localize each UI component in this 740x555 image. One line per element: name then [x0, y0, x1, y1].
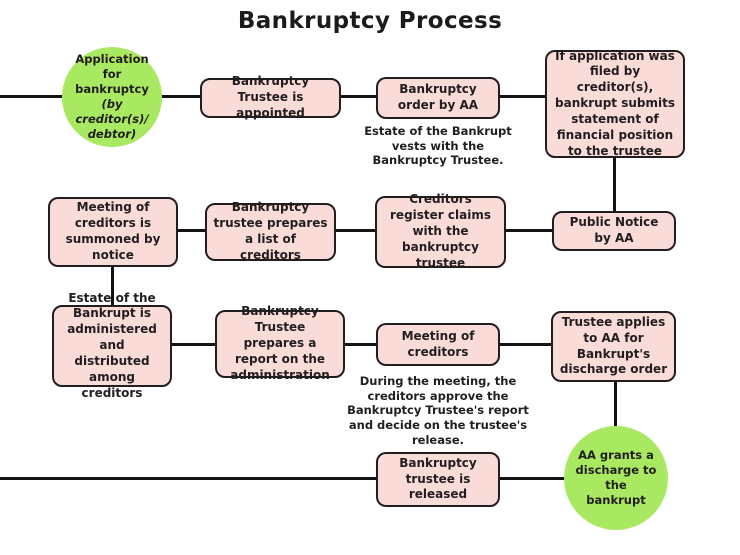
connector-meeting-summoned-to-estate [111, 266, 114, 307]
node-creditors-register: Creditors register claims with the bankr… [375, 192, 506, 270]
connector-edge-to-released [0, 477, 378, 480]
connector-report-to-meeting [344, 343, 378, 346]
connector-meeting-to-discharge-applies [499, 343, 553, 346]
node-meeting-summoned: Meeting of creditors is summoned by noti… [48, 197, 178, 267]
node-meeting-of-creditors: Meeting of creditors [376, 323, 500, 366]
connector-start-to-trustee-appointed [158, 95, 202, 98]
node-bankruptcy-order: Bankruptcy order by AA [376, 77, 500, 119]
node-public-notice: Public Notice by AA [552, 211, 676, 251]
start-node-sublabel: (by creditor(s)/ debtor) [75, 97, 149, 141]
note-meeting-approval: During the meeting, the creditors approv… [347, 374, 529, 447]
connector-released-to-end [499, 477, 567, 480]
connector-edge-to-start [0, 95, 64, 98]
connector-order-to-statement [499, 95, 547, 98]
node-report-on-administration: Bankruptcy Trustee prepares a report on … [215, 304, 345, 382]
page-title: Bankruptcy Process [237, 8, 503, 34]
end-node-discharge-granted: AA grants a discharge to the bankrupt [564, 426, 668, 530]
node-trustee-released: Bankruptcy trustee is released [376, 452, 500, 507]
connector-statement-to-public-notice [613, 157, 616, 213]
connector-trustee-appointed-to-order [340, 95, 378, 98]
connector-public-notice-to-register [505, 229, 554, 232]
connector-discharge-applies-to-end [614, 381, 617, 428]
node-statement-of-position: If application was filed by creditor(s),… [545, 49, 685, 158]
node-estate-administered: Estate of the Bankrupt is administered a… [52, 291, 172, 400]
node-discharge-applies: Trustee applies to AA for Bankrupt's dis… [551, 311, 676, 382]
node-trustee-appointed: Bankruptcy Trustee is appointed [200, 74, 341, 120]
connector-list-to-meeting-summoned [177, 229, 207, 232]
connector-register-to-list [335, 229, 377, 232]
note-estate-vests: Estate of the Bankrupt vests with the Ba… [364, 124, 512, 168]
start-node-application: Application for bankruptcy (by creditor(… [62, 47, 162, 147]
connector-estate-to-report [171, 343, 217, 346]
start-node-label: Application for bankruptcy [75, 52, 149, 97]
node-list-of-creditors: Bankruptcy trustee prepares a list of cr… [205, 200, 336, 262]
